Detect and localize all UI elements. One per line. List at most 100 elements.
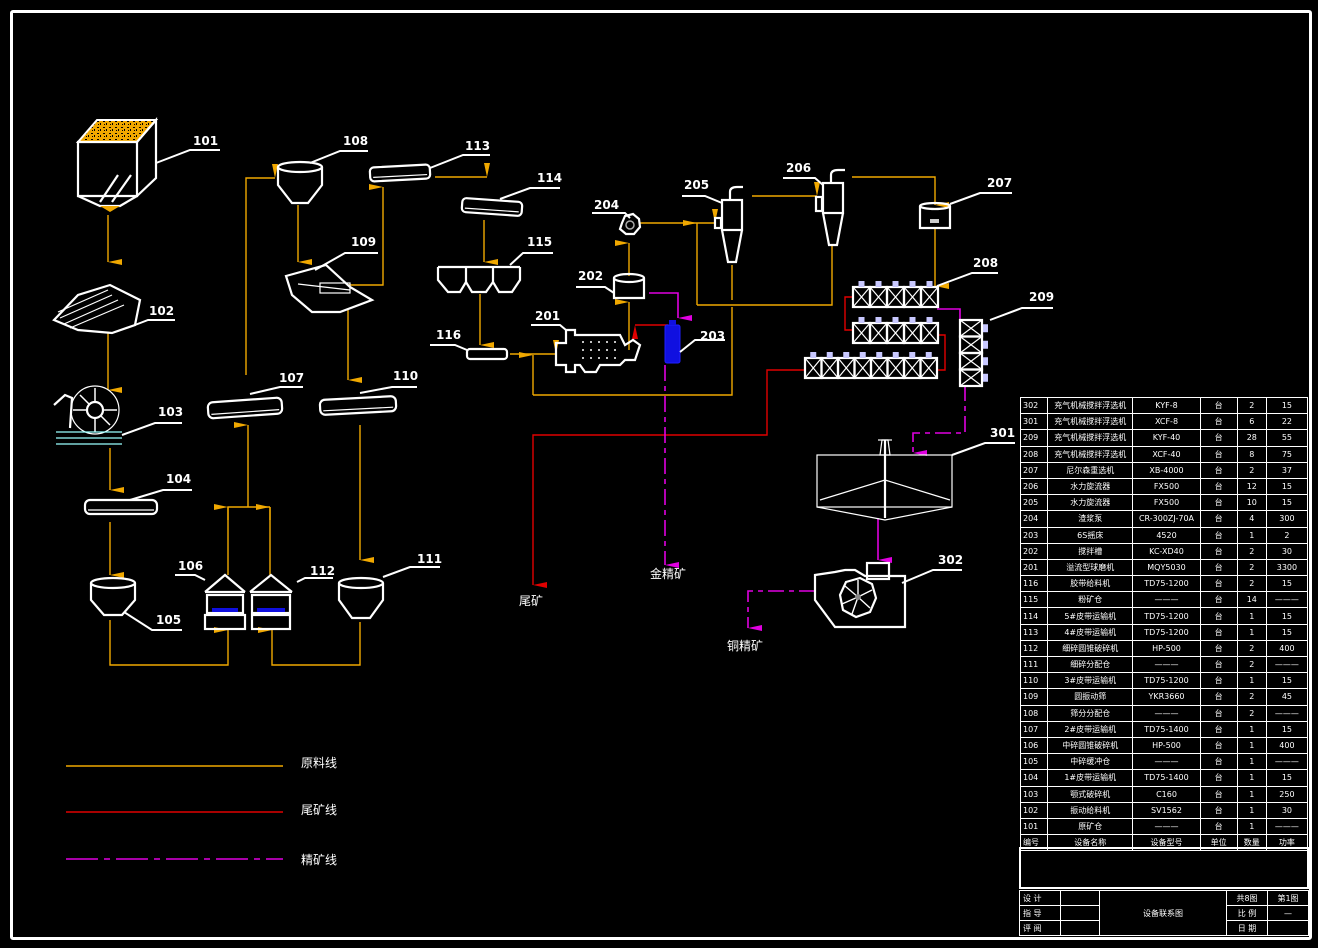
fine-ore-bins-115[interactable] [436,252,553,294]
flow-copper-concentrate [747,590,815,631]
cell-unit: 台 [1199,817,1238,836]
flow-205-underflow [533,265,733,396]
cell-id: 110 [1019,672,1049,690]
cell-power: 22 [1265,413,1309,431]
impeller-motor [909,352,916,358]
flotation-cell-cross [959,352,983,370]
raw-ore-bin-101[interactable] [75,117,220,212]
flotation-cell-cross [854,357,872,379]
cell-model: XB-4000 [1132,461,1201,479]
cell-unit: 台 [1199,396,1238,415]
tag-109: 109 [351,235,376,249]
cell-id: 209 [1019,429,1049,447]
cell-name: 充气机械搅拌浮选机 [1047,429,1134,447]
title-block-blank [1019,847,1309,889]
tag-107: 107 [279,371,304,385]
distribution-bin-108[interactable] [276,150,368,205]
flotation-machine-302[interactable] [813,561,962,629]
cell-unit: 单位 [1199,834,1238,852]
cell-name: 粉矿仓 [1047,591,1134,609]
knelson-concentrator-207[interactable] [918,192,1012,230]
flotation-cells-208[interactable] [803,281,940,380]
flotation-cells-209[interactable] [958,318,988,388]
sheet-total: 共8图 [1226,890,1268,906]
flotation-cell-cross [852,286,871,308]
cell-qty: 1 [1236,785,1267,803]
tag-110: 110 [393,369,418,383]
cone-crusher-106[interactable] [175,573,247,631]
impeller-motor [983,373,988,382]
cell-name: 充气机械搅拌浮选机 [1047,413,1134,431]
cell-name: 细碎分配仓 [1047,655,1134,674]
tag-108: 108 [343,134,368,148]
belt-conveyor-114[interactable] [460,197,524,217]
hydrocyclone-205[interactable] [682,185,744,264]
flotation-cell-cross [887,357,905,379]
flotation-cell-cross [903,286,922,308]
cell-name: 充气机械搅拌浮选机 [1047,445,1134,463]
vibrating-feeder-102[interactable] [52,283,175,335]
review-label: 评 阅 [1019,920,1061,936]
belt-conveyor-104[interactable] [83,489,192,516]
cell-model: ——— [1132,817,1201,836]
belt-conveyor-110[interactable] [318,395,398,416]
cell-qty: 28 [1236,429,1267,447]
impeller-motor [909,281,916,287]
cell-qty: 2 [1236,396,1267,415]
cell-power: 15 [1265,623,1309,641]
shaking-table-203[interactable] [664,320,725,364]
tag-207: 207 [987,176,1012,190]
belt-feeder-116[interactable] [430,344,509,361]
cell-power: 15 [1265,672,1309,690]
cell-power: 15 [1265,769,1309,787]
flotation-machine-301[interactable] [816,439,1015,521]
flow-208a-208b [844,296,853,331]
flow-202-203 [649,292,692,321]
hydrocyclone-206[interactable] [783,168,845,247]
cell-power: ——— [1265,591,1309,609]
cell-qty: 10 [1236,494,1267,512]
flotation-cell-cross [886,286,905,308]
jaw-crusher-103[interactable] [53,385,182,445]
agitation-tank-202[interactable] [576,272,646,300]
cell-name: 振动给料机 [1047,801,1134,819]
cell-id: 112 [1019,639,1049,658]
cell-id: 201 [1019,558,1049,577]
ball-mill-201[interactable] [531,324,642,374]
slurry-pump-204[interactable] [592,212,642,236]
belt-conveyor-107[interactable] [206,396,284,420]
cell-qty: 14 [1236,591,1267,609]
impeller-motor [926,317,933,323]
cell-qty: 1 [1236,753,1267,771]
vibrating-screen-109[interactable] [284,252,378,314]
cell-power: 400 [1265,736,1309,755]
flotation-cell-cross [959,319,983,337]
tag-115: 115 [527,235,552,249]
belt-conveyor-113[interactable] [368,163,432,183]
date-label: 日 期 [1226,920,1268,936]
impeller-motor [909,317,916,323]
buffer-bin-105[interactable] [89,576,182,631]
cell-name: 圆振动筛 [1047,688,1134,706]
cell-qty: 1 [1236,817,1267,836]
cell-name: 中碎缓冲仓 [1047,753,1134,771]
cell-model: TD75-1400 [1132,769,1201,787]
legend-label-concentrate: 精矿线 [301,853,337,867]
cell-id: 102 [1019,801,1049,819]
cell-model: HP-500 [1132,639,1201,658]
impeller-motor [843,352,850,358]
cell-name: 渣浆泵 [1047,510,1134,528]
cell-qty: 1 [1236,769,1267,787]
flotation-cell-cross [959,336,983,354]
cell-model: FX500 [1132,494,1201,512]
impeller-motor [826,352,833,358]
cell-power: 300 [1265,510,1309,528]
cell-power: ——— [1265,704,1309,722]
distribution-bin-111[interactable] [337,566,440,620]
leader-110 [359,386,417,394]
cone-crusher-112[interactable] [249,573,333,631]
